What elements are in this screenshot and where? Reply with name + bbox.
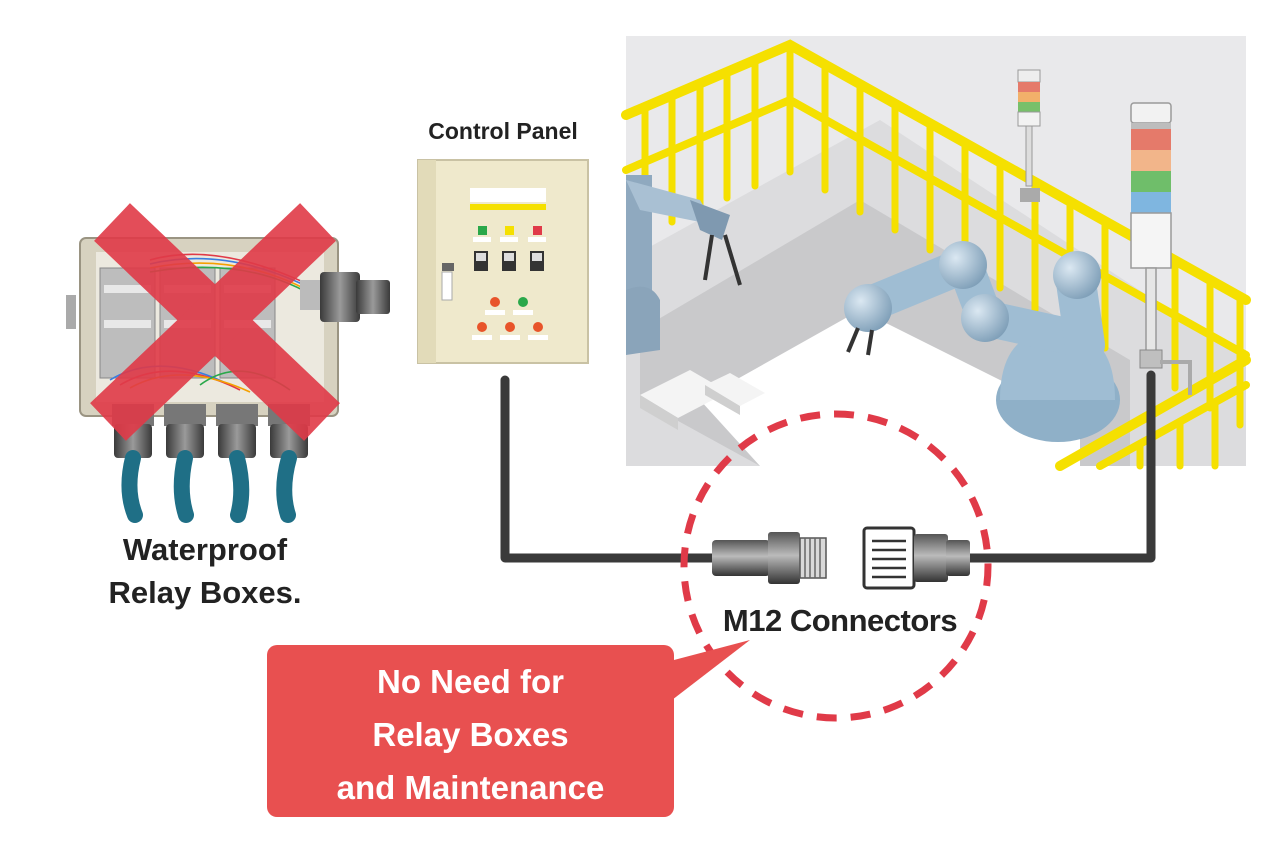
callout-box — [267, 645, 674, 817]
cable-connector-to-tower — [963, 370, 1156, 563]
callout-line-1: No Need for — [376, 663, 564, 700]
m12-female-connector-icon — [862, 526, 970, 590]
cable-panel-to-connector — [500, 375, 723, 563]
callout-line-2: Relay Boxes — [372, 716, 569, 753]
callout-line-3: and Maintenance — [336, 769, 605, 806]
m12-male-connector-icon — [712, 532, 827, 584]
signal-tower-icon — [1130, 102, 1192, 395]
robot-arm-icon — [844, 241, 1120, 442]
signal-tower-small-icon — [1017, 69, 1041, 202]
cross-out-icon — [90, 203, 340, 441]
m12-highlight-circle — [680, 410, 992, 722]
relay-box-icon — [66, 203, 390, 523]
m12-connectors-label: M12 Connectors — [722, 603, 958, 638]
control-panel-label: Control Panel — [428, 118, 578, 144]
relay-boxes-label-line2: Relay Boxes. — [108, 575, 302, 610]
control-panel-icon — [417, 159, 589, 364]
factory-scene — [621, 36, 1251, 471]
callout-tail — [655, 640, 750, 700]
relay-boxes-label-line1: Waterproof — [122, 532, 288, 567]
robot-arm-left — [626, 175, 742, 355]
